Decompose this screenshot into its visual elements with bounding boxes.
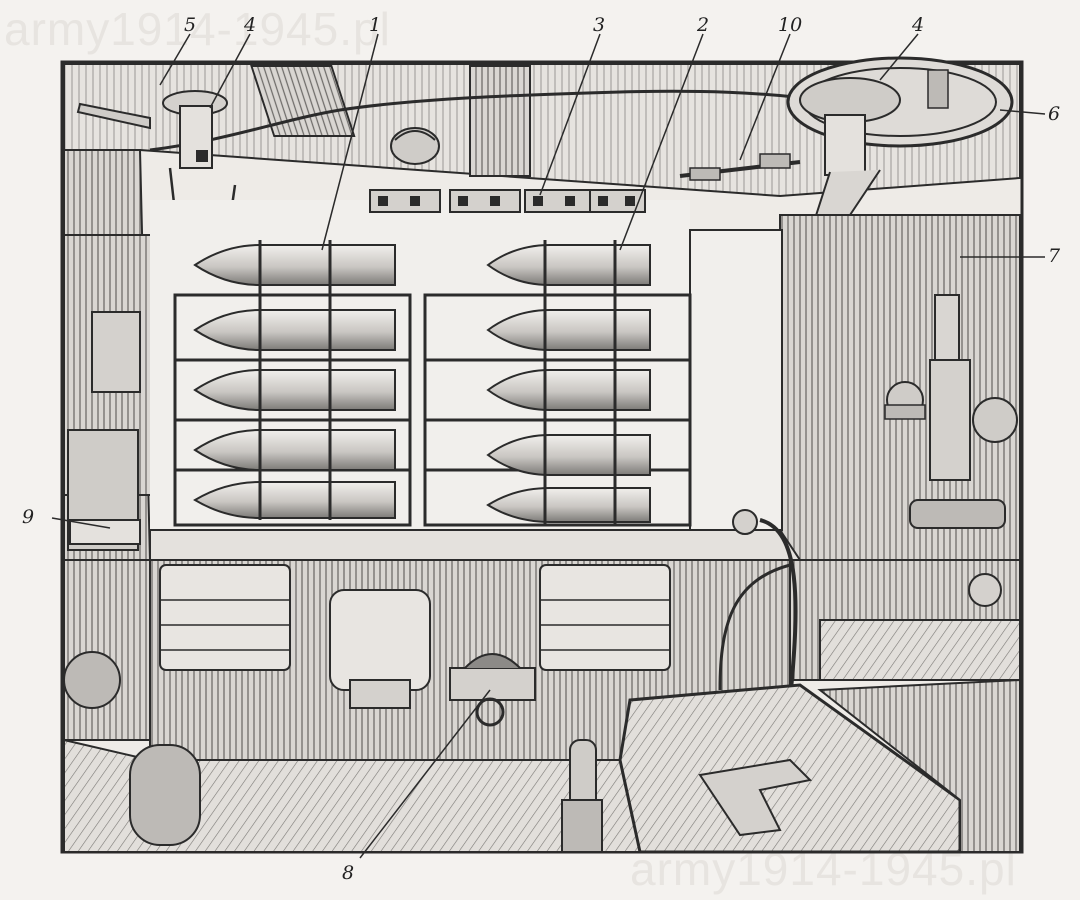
- dome-lamp: [390, 127, 440, 165]
- gun-sight: [934, 294, 960, 366]
- partition: [689, 229, 783, 531]
- cable-connector-2: [759, 153, 791, 169]
- clip-rack: [369, 189, 646, 213]
- ceiling-beam-left: [250, 65, 356, 137]
- cable-connector: [689, 167, 721, 181]
- callout-4-left: 4: [244, 14, 257, 36]
- callout-5: 5: [184, 14, 197, 36]
- master-switch: [449, 667, 536, 701]
- leader-lines: [51, 33, 1046, 859]
- batteries: [159, 564, 671, 691]
- periscope-right: [824, 114, 866, 176]
- shelf: [149, 529, 802, 561]
- callout-8: 8: [342, 862, 355, 884]
- callout-4-right: 4: [912, 14, 925, 36]
- watermark-top: army1914-1945.pl: [4, 3, 391, 55]
- callout-6: 6: [1048, 103, 1061, 125]
- floor: [63, 738, 641, 853]
- shells-right: [486, 244, 651, 523]
- callout-10: 10: [778, 14, 803, 36]
- callout-9: 9: [22, 506, 35, 528]
- ammo-rack: [173, 293, 692, 527]
- callout-2: 2: [697, 14, 710, 36]
- callout-3: 3: [593, 14, 606, 36]
- callout-1: 1: [369, 14, 382, 36]
- callout-7: 7: [1048, 245, 1061, 267]
- wall-box: [91, 311, 141, 393]
- floor-cylinder: [129, 744, 201, 846]
- hatch-handle: [76, 102, 151, 130]
- ceiling-beam: [469, 65, 531, 177]
- shells-left: [193, 244, 396, 519]
